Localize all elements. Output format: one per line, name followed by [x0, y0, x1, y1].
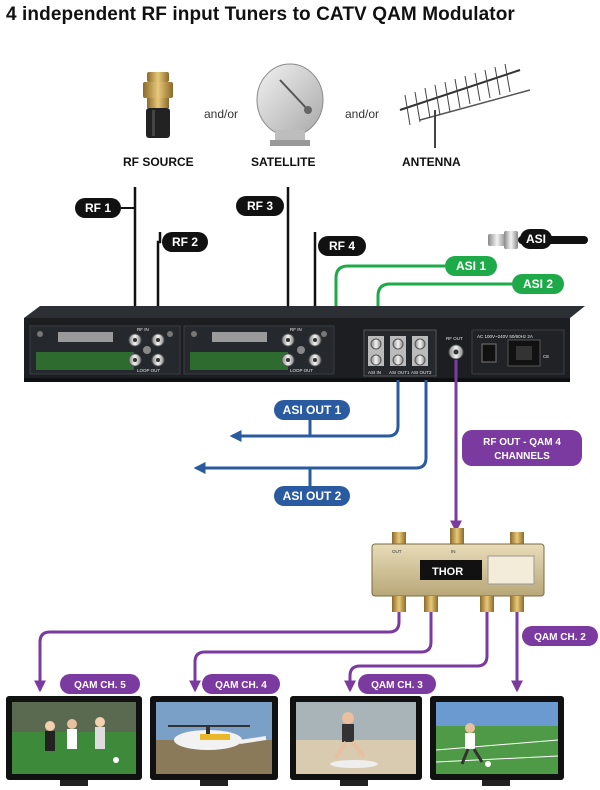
qam2-tag: QAM CH. 2 [522, 626, 598, 646]
rf-in-label-2: RF IN [290, 327, 302, 332]
asi-input-arrows [334, 264, 512, 358]
asi-out1-label: ASI OUT 1 [283, 403, 342, 417]
power-label: AC 100V~240V 50/60Hz 2A [477, 334, 533, 339]
power-section: CE [471, 329, 565, 375]
rf4-label: RF 4 [329, 239, 355, 253]
combiner-device [371, 528, 545, 612]
rf2-arrow [153, 232, 163, 330]
asi-out2-label: ASI OUT 2 [283, 489, 342, 503]
asi-output-arrows [193, 380, 428, 488]
rf-out-label-line2: CHANNELS [494, 451, 550, 462]
asi1-tag: ASI 1 [445, 256, 497, 276]
tv-qam-ch3 [290, 696, 422, 786]
combiner-out-label: OUT [392, 549, 402, 554]
andor-label-2: and/or [345, 107, 379, 121]
rf2-tag: RF 2 [162, 232, 208, 252]
satellite-label: SATELLITE [251, 155, 315, 169]
qam5-arrow [34, 612, 401, 693]
asi1-arrow [334, 264, 445, 358]
asi-cable-label: ASI [526, 232, 546, 246]
asi-ports [363, 329, 437, 377]
rf-ports-card-1 [128, 333, 165, 367]
rf3-tag: RF 3 [236, 196, 284, 216]
asi-out1-arrow [229, 380, 400, 442]
qam2-label: QAM CH. 2 [534, 632, 586, 643]
rf-out-tag: RF OUT - QAM 4 CHANNELS [462, 430, 582, 466]
rf-in-label-1: RF IN [137, 327, 149, 332]
asi-cable-tag: ASI [520, 229, 552, 249]
qam3-label: QAM CH. 3 [371, 680, 423, 691]
combiner-in-label: IN [451, 549, 456, 554]
qam4-label: QAM CH. 4 [215, 680, 267, 691]
asi2-arrow [372, 282, 512, 325]
tuner-card-2 [183, 325, 335, 375]
antenna-label: ANTENNA [402, 155, 461, 169]
asi-in-port-label: ASI IN [368, 370, 381, 375]
rf1-tag: RF 1 [75, 198, 135, 218]
asi-out1-port-label: ASI OUT1 [389, 370, 410, 375]
andor-label-1: and/or [204, 107, 238, 121]
rf4-tag: RF 4 [318, 236, 366, 256]
page-title: 4 independent RF input Tuners to CATV QA… [6, 4, 515, 25]
qam4-tag: QAM CH. 4 [202, 674, 280, 694]
qam3-tag: QAM CH. 3 [358, 674, 436, 694]
tuner-card-1 [29, 325, 181, 375]
rf3-label: RF 3 [247, 199, 273, 213]
qam5-label: QAM CH. 5 [74, 680, 126, 691]
rf2-label: RF 2 [172, 235, 198, 249]
tv-qam-ch5 [6, 696, 142, 786]
rf1-label: RF 1 [85, 201, 111, 215]
antenna-icon [399, 63, 531, 148]
asi-out2-tag: ASI OUT 2 [274, 486, 350, 506]
tv-qam-ch4 [150, 696, 278, 786]
rf-out-port-label: RF OUT [446, 336, 463, 341]
qam-channel-arrows [34, 612, 523, 693]
satellite-dish-icon [256, 63, 324, 146]
rf-source-connector-icon [143, 72, 173, 138]
asi1-label: ASI 1 [456, 259, 486, 273]
asi-out2-port-label: ASI OUT2 [411, 370, 432, 375]
tv-qam-ch2 [430, 696, 564, 786]
asi2-tag: ASI 2 [512, 274, 564, 294]
qam5-tag: QAM CH. 5 [60, 674, 140, 694]
loop-out-label-1: LOOP OUT [137, 368, 160, 373]
asi2-label: ASI 2 [523, 277, 553, 291]
asi-out2-arrow [193, 380, 428, 474]
qam3-arrow [344, 612, 489, 693]
rf-source-label: RF SOURCE [123, 155, 194, 169]
ce-mark: CE [543, 354, 549, 359]
combiner-brand: THOR [432, 566, 463, 578]
qam-modulator-device: RF IN LOOP OUT RF IN LOOP OUT ASI IN ASI… [24, 306, 585, 382]
rf-out-label-line1: RF OUT - QAM 4 [483, 437, 561, 448]
rf-ports-card-2 [281, 333, 322, 367]
qam4-arrow [189, 612, 433, 693]
loop-out-label-2: LOOP OUT [290, 368, 313, 373]
asi-out1-tag: ASI OUT 1 [274, 400, 350, 420]
rf-out-port [448, 344, 464, 360]
